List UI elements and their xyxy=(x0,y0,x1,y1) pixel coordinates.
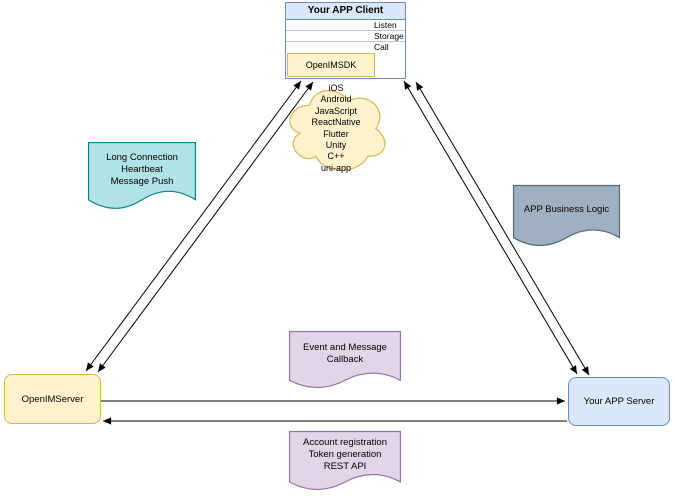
note-long-connection-text: Long Connection Heartbeat Message Push xyxy=(106,151,178,187)
cloud-shape xyxy=(283,82,389,175)
note-rest-api-text: Account registration Token generation RE… xyxy=(303,436,387,472)
note-event-callback: Event and Message Callback xyxy=(289,331,401,389)
platforms-list: iOS Android JavaScript ReactNative Flutt… xyxy=(311,82,361,173)
openimsdk-box: OpenIMSDK xyxy=(287,53,375,77)
arrow-openimserver-client-b xyxy=(97,81,314,373)
note-rest-api: Account registration Token generation RE… xyxy=(289,431,401,491)
your-app-server-box: Your APP Server xyxy=(568,377,670,426)
document-shape xyxy=(88,142,196,210)
client-port-storage: Storage xyxy=(286,31,405,42)
openimserver-box: OpenIMServer xyxy=(4,374,101,424)
document-shape xyxy=(289,431,401,491)
note-app-business-logic-text: APP Business Logic xyxy=(523,203,610,215)
document-shape xyxy=(513,185,620,247)
client-box-title: Your APP Client xyxy=(286,3,405,20)
client-port-listen: Listen xyxy=(286,20,405,31)
arrow-openimserver-client-a xyxy=(85,80,302,372)
client-port-call: Call xyxy=(374,42,389,52)
document-shape xyxy=(289,331,401,389)
note-app-business-logic: APP Business Logic xyxy=(513,185,620,247)
note-event-callback-text: Event and Message Callback xyxy=(303,341,387,365)
your-app-client-box: Your APP Client Listen Storage Call Open… xyxy=(285,2,406,79)
platforms-cloud: iOS Android JavaScript ReactNative Flutt… xyxy=(283,82,389,175)
note-long-connection: Long Connection Heartbeat Message Push xyxy=(88,142,196,210)
arrow-client-appserver-b xyxy=(415,81,590,376)
